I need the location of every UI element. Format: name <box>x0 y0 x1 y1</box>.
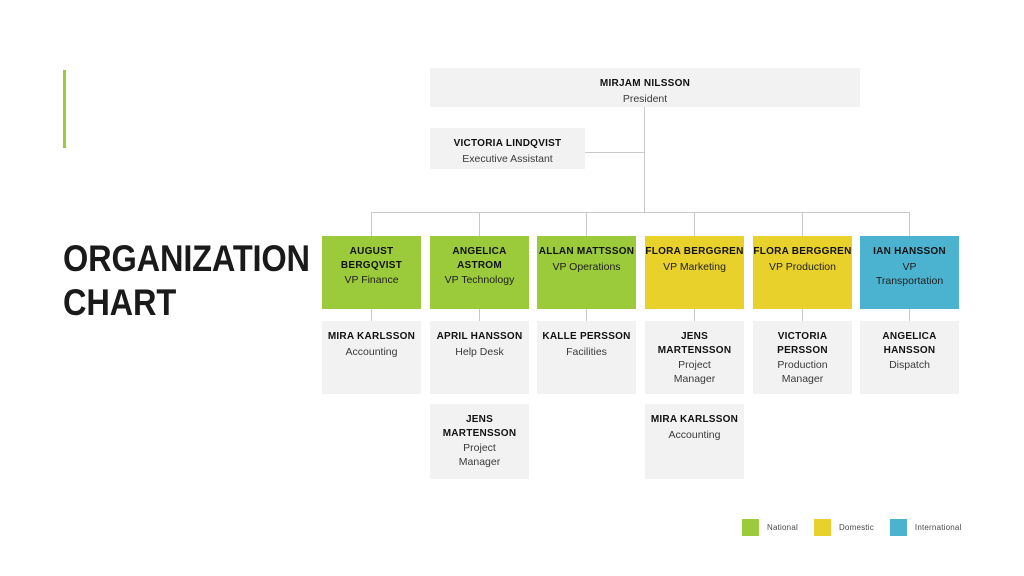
connector-vp-report-2 <box>479 309 480 321</box>
page-title: ORGANIZATION CHART <box>63 238 310 323</box>
legend-swatch-domestic <box>813 519 831 536</box>
connector-vp-report-1 <box>371 309 372 321</box>
legend-swatch-national <box>742 519 759 536</box>
legend-swatch-international <box>889 519 907 536</box>
node-role: President <box>622 92 668 105</box>
node-vp-production[interactable]: FLORA BERGGREN VP Production <box>753 236 852 309</box>
legend-item-international[interactable]: International <box>889 519 962 536</box>
connector-vp-report-4 <box>694 309 695 321</box>
node-vp-finance[interactable]: AUGUST BERGQVIST VP Finance <box>322 236 421 309</box>
legend-label: Domestic <box>838 523 874 532</box>
node-role: Project Manager <box>458 442 501 469</box>
connector-drop-vp-1 <box>371 212 372 236</box>
connector-drop-vp-5 <box>802 212 803 236</box>
connector-drop-vp-4 <box>694 212 695 236</box>
node-name: MIRJAM NILSSON <box>599 78 691 89</box>
connector-vp-report-5 <box>802 309 803 321</box>
node-name: IAN HANSSON <box>873 246 946 257</box>
node-name: MIRA KARLSSON <box>327 331 416 342</box>
node-role: Production Manager <box>777 359 828 386</box>
node-name: JENS MARTENSSON <box>657 331 732 356</box>
node-role: Dispatch <box>889 359 930 371</box>
node-subreport-accounting[interactable]: MIRA KARLSSON Accounting <box>645 404 744 479</box>
node-name: FLORA BERGGREN <box>753 246 852 257</box>
node-role: VP Finance <box>344 274 399 286</box>
node-name: AUGUST BERGQVIST <box>340 246 403 271</box>
title-accent-bar <box>63 70 66 148</box>
node-name: MIRA KARLSSON <box>650 414 739 425</box>
node-role: VP Technology <box>444 274 515 286</box>
node-role: VP Marketing <box>663 260 726 273</box>
connector-vp-bus <box>371 212 910 213</box>
legend: National Domestic International <box>742 519 962 536</box>
node-vp-operations[interactable]: ALLAN MATTSSON VP Operations <box>537 236 636 309</box>
node-vp-transportation[interactable]: IAN HANSSON VP Transportation <box>860 236 959 309</box>
node-name: VICTORIA PERSSON <box>777 331 828 356</box>
node-role: Project Manager <box>673 359 716 386</box>
node-name: ANGELICA ASTROM <box>452 246 507 271</box>
connector-vp-report-3 <box>586 309 587 321</box>
node-role: VP Transportation <box>875 260 944 287</box>
legend-item-domestic[interactable]: Domestic <box>813 519 874 536</box>
node-executive-assistant[interactable]: VICTORIA LINDQVIST Executive Assistant <box>430 128 585 169</box>
node-name: ALLAN MATTSSON <box>538 246 635 257</box>
node-name: VICTORIA LINDQVIST <box>453 138 562 149</box>
connector-assistant-horizontal <box>585 152 645 153</box>
node-subreport-project-manager[interactable]: JENS MARTENSSON Project Manager <box>430 404 529 479</box>
legend-label: International <box>914 523 962 532</box>
connector-drop-vp-2 <box>479 212 480 236</box>
node-president[interactable]: MIRJAM NILSSON President <box>430 68 860 107</box>
node-role: Executive Assistant <box>462 152 553 165</box>
node-report-help-desk[interactable]: APRIL HANSSON Help Desk <box>430 321 529 394</box>
node-report-accounting[interactable]: MIRA KARLSSON Accounting <box>322 321 421 394</box>
node-role: Accounting <box>668 428 721 441</box>
connector-drop-vp-3 <box>586 212 587 236</box>
node-role: Accounting <box>345 345 398 358</box>
node-role: Facilities <box>566 345 607 358</box>
node-name: FLORA BERGGREN <box>645 246 744 257</box>
connector-drop-vp-6 <box>909 212 910 236</box>
node-name: APRIL HANSSON <box>436 331 523 342</box>
node-report-facilities[interactable]: KALLE PERSSON Facilities <box>537 321 636 394</box>
connector-president-vertical <box>644 107 645 213</box>
node-role: VP Operations <box>552 260 621 273</box>
node-report-production-manager[interactable]: VICTORIA PERSSON Production Manager <box>753 321 852 394</box>
node-name: JENS MARTENSSON <box>442 414 517 439</box>
legend-label: National <box>767 523 798 532</box>
node-vp-marketing[interactable]: FLORA BERGGREN VP Marketing <box>645 236 744 309</box>
node-name: ANGELICA HANSSON <box>882 331 937 356</box>
node-role: Help Desk <box>455 345 504 358</box>
node-report-dispatch[interactable]: ANGELICA HANSSON Dispatch <box>860 321 959 394</box>
node-report-project-manager[interactable]: JENS MARTENSSON Project Manager <box>645 321 744 394</box>
connector-vp-report-6 <box>909 309 910 321</box>
node-vp-technology[interactable]: ANGELICA ASTROM VP Technology <box>430 236 529 309</box>
legend-item-national[interactable]: National <box>742 519 798 536</box>
node-role: VP Production <box>769 260 836 273</box>
node-name: KALLE PERSSON <box>542 331 631 342</box>
